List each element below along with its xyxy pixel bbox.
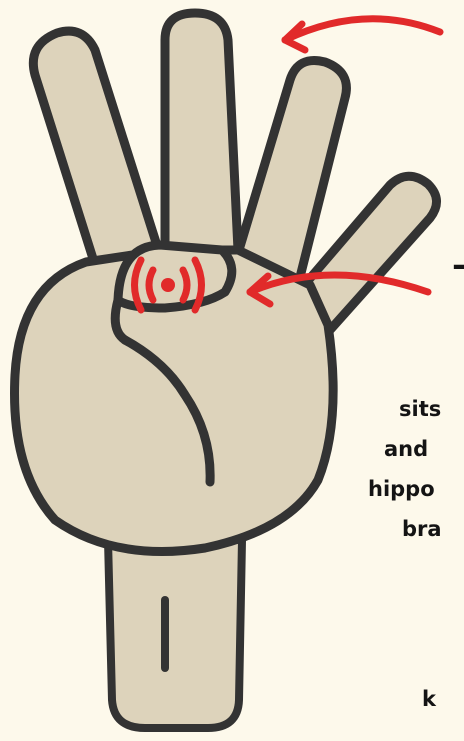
caption-heading-dash: – <box>452 248 464 282</box>
caption-line: bra <box>402 518 442 540</box>
middle-finger <box>165 13 238 250</box>
caption-line: and <box>384 438 428 460</box>
wrist <box>108 540 242 728</box>
caption-line: sits <box>399 398 441 420</box>
index-finger <box>33 31 160 265</box>
caption-line: hippo <box>368 478 435 500</box>
curved-arrow-icon <box>285 19 440 50</box>
caption-line: k <box>422 688 436 710</box>
